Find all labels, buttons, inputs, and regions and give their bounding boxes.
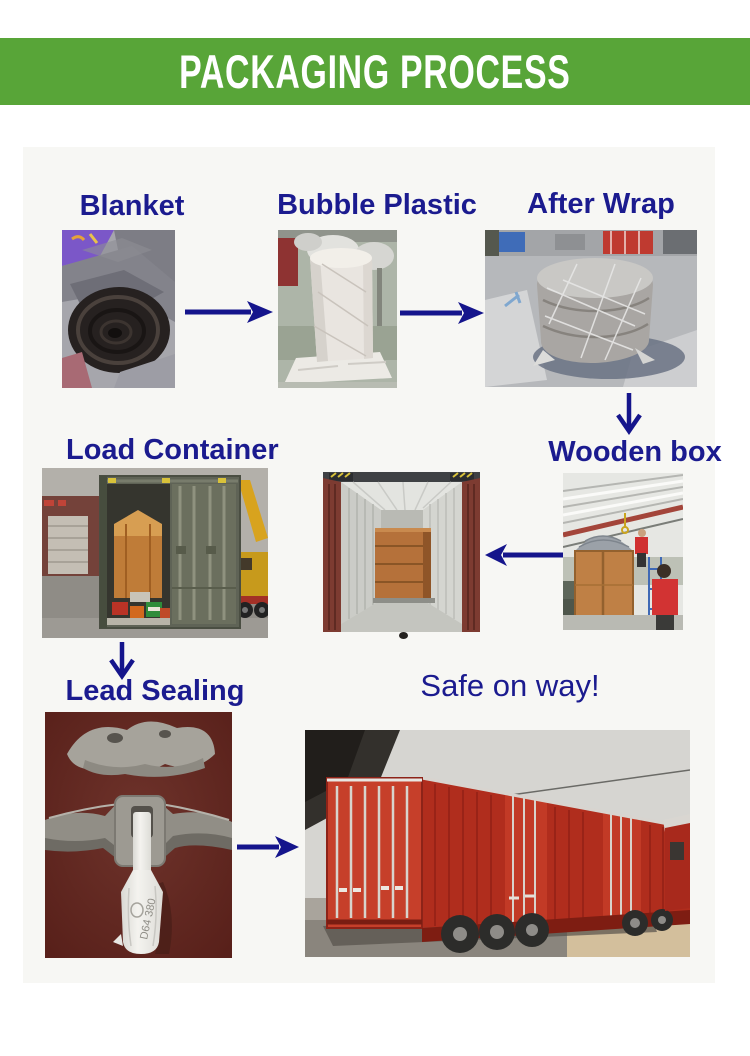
arrow-left-icon	[483, 543, 567, 567]
bubble-plastic-illustration	[278, 230, 397, 388]
label-blanket: Blanket	[79, 190, 185, 222]
lead-seal-illustration: D64 380	[45, 712, 232, 958]
arrow-left-1	[485, 544, 565, 566]
blanket-roll-photo	[62, 230, 175, 388]
arrow-right-icon	[183, 300, 275, 324]
wooden-box-factory-photo	[563, 473, 683, 630]
label-load-container: Load Container	[66, 434, 279, 466]
label-wooden-box: Wooden box	[548, 436, 722, 468]
truck-illustration	[305, 730, 690, 957]
blanket-roll-illustration	[62, 230, 175, 388]
bubble-plastic-roll-photo	[278, 230, 397, 388]
wrapped-bale-photo	[485, 230, 697, 387]
title-banner: PACKAGING PROCESS	[0, 38, 750, 105]
wooden-box-illustration	[563, 473, 683, 630]
arrow-right-icon	[398, 301, 486, 325]
arrow-right-3	[237, 836, 299, 858]
label-bubble-plastic: Bubble Plastic	[277, 189, 477, 221]
arrow-down-2	[109, 642, 135, 680]
arrow-right-2	[400, 302, 484, 324]
arrow-down-1	[616, 393, 642, 435]
arrow-down-icon	[108, 640, 136, 680]
label-after-wrap: After Wrap	[527, 188, 675, 220]
artifact-dot	[399, 632, 408, 639]
wrapped-bale-illustration	[485, 230, 697, 387]
container-loading-illustration	[42, 468, 268, 638]
page-title: PACKAGING PROCESS	[179, 45, 571, 98]
lead-seal-photo: D64 380	[45, 712, 232, 958]
label-safe-on-way: Safe on way!	[420, 668, 600, 703]
arrow-right-icon	[235, 835, 301, 859]
arrow-down-icon	[615, 391, 643, 435]
arrow-right-1	[185, 301, 273, 323]
truck-photo	[305, 730, 690, 957]
container-interior-photo	[323, 472, 480, 632]
container-loading-photo	[42, 468, 268, 638]
container-interior-illustration	[323, 472, 480, 632]
label-lead-sealing: Lead Sealing	[65, 675, 245, 707]
